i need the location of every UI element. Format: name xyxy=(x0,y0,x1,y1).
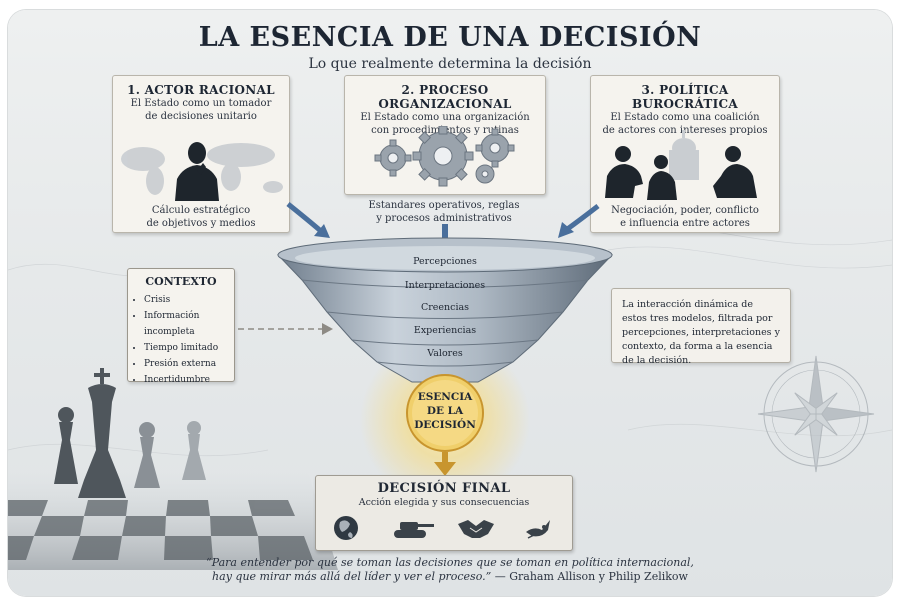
interaction-note: La interacción dinámica de estos tres mo… xyxy=(611,288,791,366)
globe-icon xyxy=(334,516,358,540)
model-heading: 1. ACTOR RACIONAL xyxy=(127,83,275,97)
model-card-politica-burocratica: 3. POLÍTICA BUROCRÁTICA El Estado como u… xyxy=(590,75,780,233)
model-desc-line: El Estado como un tomador xyxy=(130,98,272,109)
context-item: Tiempo limitado xyxy=(144,340,234,356)
final-heading: DECISIÓN FINAL xyxy=(377,481,511,496)
model-desc-line: El Estado como una organización xyxy=(360,112,530,123)
essence-line: DECISIÓN xyxy=(414,419,476,431)
model-card-actor-racional: 1. ACTOR RACIONAL El Estado como un toma… xyxy=(112,75,290,233)
context-heading: CONTEXTO xyxy=(145,275,217,288)
funnel-layer-label: Interpretaciones xyxy=(404,280,486,291)
funnel-layer-label: Percepciones xyxy=(413,256,477,267)
context-item: Información incompleta xyxy=(144,308,234,340)
model-desc-line: El Estado como una coalición xyxy=(610,112,760,123)
model-heading: 3. POLÍTICA BUROCRÁTICA xyxy=(632,83,738,111)
essence-line: DE LA xyxy=(426,405,464,417)
final-icons-row xyxy=(334,516,550,540)
context-item: Incertidumbre xyxy=(144,372,234,388)
chess-pieces-icon xyxy=(54,368,206,498)
model-foot-line: Cálculo estratégico xyxy=(151,205,251,216)
context-box: CONTEXTO Crisis Información incompleta T… xyxy=(127,268,235,385)
model-card-proceso-organizacional: 2. PROCESO ORGANIZACIONAL El Estado como… xyxy=(344,75,546,195)
gears-icon xyxy=(374,126,515,187)
model-foot-line: de objetivos y medios xyxy=(146,218,256,229)
final-decision-box: DECISIÓN FINAL Acción elegida y sus cons… xyxy=(315,475,573,551)
dove-icon xyxy=(526,520,550,539)
quote-line: “Para entender por qué se toman las deci… xyxy=(206,556,694,569)
page-title: LA ESENCIA DE UNA DECISIÓN xyxy=(198,22,702,53)
negotiating-officials-icon xyxy=(605,130,757,200)
model-foot-line: y procesos administrativos xyxy=(376,213,512,224)
context-list: Crisis Información incompleta Tiempo lim… xyxy=(128,292,234,388)
context-item: Presión externa xyxy=(144,356,234,372)
quote-attribution: — Graham Allison y Philip Zelikow xyxy=(491,570,688,583)
model-foot-line: Estandares operativos, reglas xyxy=(368,200,520,211)
quote-line: hay que mirar más allá del líder y ver e… xyxy=(212,570,492,583)
model-heading: 2. PROCESO ORGANIZACIONAL xyxy=(378,83,512,111)
page-subtitle: Lo que realmente determina la decisión xyxy=(308,56,592,72)
compass-rose-icon xyxy=(757,355,875,473)
closing-quote: “Para entender por qué se toman las deci… xyxy=(8,556,892,584)
handshake-icon xyxy=(458,520,494,538)
essence-label: ESENCIA DE LA DECISIÓN xyxy=(405,390,485,432)
world-map-leader-icon xyxy=(121,142,283,201)
final-desc: Acción elegida y sus consecuencias xyxy=(358,497,530,508)
context-item: Crisis xyxy=(144,292,234,308)
tank-icon xyxy=(394,522,434,538)
essence-line: ESENCIA xyxy=(417,391,473,403)
funnel-layer-label: Creencias xyxy=(420,302,470,313)
funnel-layer-label: Experiencias xyxy=(413,325,477,336)
funnel-layer-label: Valores xyxy=(427,348,463,359)
model-foot-line: Negociación, poder, conflicto xyxy=(611,205,759,216)
model-desc-line: de decisiones unitario xyxy=(145,111,257,122)
model-foot-line: e influencia entre actores xyxy=(620,218,750,229)
infographic-canvas: LA ESENCIA DE UNA DECISIÓN Lo que realme… xyxy=(8,10,892,596)
